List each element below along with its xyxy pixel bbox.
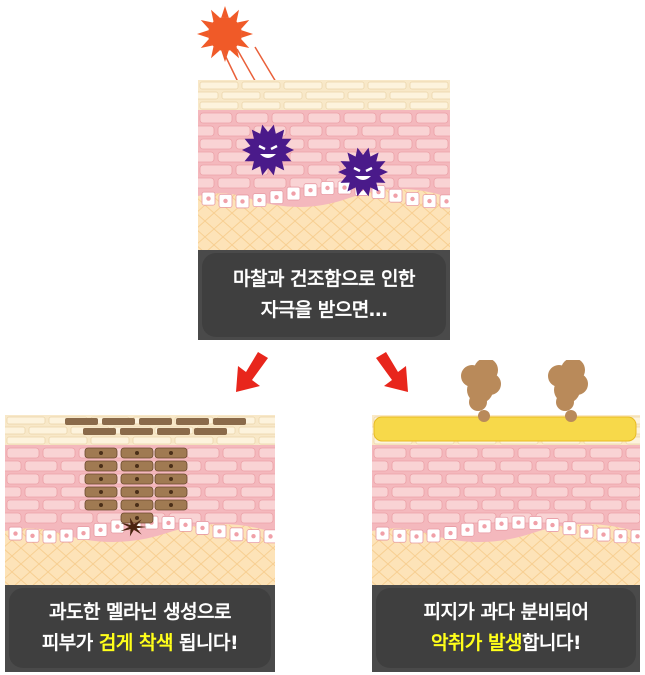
caption-text: 합니다! (521, 632, 582, 654)
caption-line: 마찰과 건조함으로 인한 (232, 268, 416, 290)
sebum-layer (373, 416, 637, 442)
caption-line: 피지가 과다 분비되어 (423, 601, 589, 623)
germ-icon (242, 124, 294, 176)
arrow-down-left-icon (236, 352, 268, 392)
caption-irritation: 마찰과 건조함으로 인한 자극을 받으면… (202, 253, 446, 337)
caption-text: 피부가 (41, 632, 99, 654)
caption-line: 과도한 멜라닌 생성으로 (48, 601, 232, 623)
odor-cloud-icon (461, 360, 501, 422)
caption-line: 피부가 검게 착색 됩니다! (9, 628, 271, 659)
caption-pigmentation: 과도한 멜라닌 생성으로 피부가 검게 착색 됩니다! (9, 588, 271, 668)
caption-line: 자극을 받으면… (260, 299, 388, 321)
skin-illustration-irritated (198, 80, 450, 252)
sun-icon (197, 6, 253, 62)
germ-icon (338, 147, 388, 197)
caption-text: 됩니다! (172, 632, 239, 654)
skin-illustration-sebum (372, 360, 640, 587)
caption-highlight: 검게 착색 (98, 632, 174, 654)
skin-illustration-pigmentation (5, 415, 275, 587)
caption-line: 악취가 발생합니다! (376, 628, 636, 659)
odor-cloud-icon (548, 360, 588, 422)
caption-sebum: 피지가 과다 분비되어 악취가 발생합니다! (376, 588, 636, 668)
caption-highlight: 악취가 발생 (430, 632, 523, 654)
arrow-down-right-icon (376, 352, 408, 392)
melanin-pigment (65, 418, 246, 537)
